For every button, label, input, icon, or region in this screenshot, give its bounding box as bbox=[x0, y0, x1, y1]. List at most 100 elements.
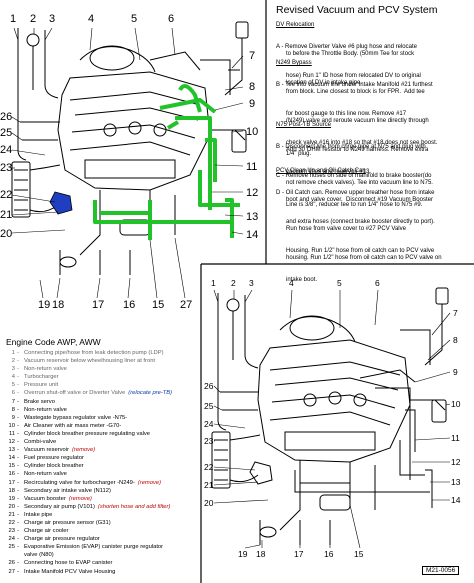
legend-item: 22-Charge air pressure sensor (G31) bbox=[4, 519, 200, 527]
legend-text: Connecting pipe/hose from leak detection… bbox=[24, 350, 164, 356]
legend-note: (relocate pre-TB) bbox=[128, 390, 173, 397]
legend-text: Wastegate bypass regulator valve -N75- bbox=[24, 414, 128, 421]
svg-text:27: 27 bbox=[180, 299, 192, 311]
svg-text:15: 15 bbox=[354, 549, 364, 559]
legend-item: 15-Cylinder block breather bbox=[4, 462, 200, 470]
legend-dash: - bbox=[17, 366, 19, 373]
legend-text: Connecting hose to EVAP canister bbox=[24, 560, 113, 567]
legend-dash: - bbox=[17, 560, 19, 567]
legend-text: Charge air cooler bbox=[24, 528, 69, 535]
legend-number: 10 bbox=[8, 422, 15, 429]
parts-legend: 1-Connecting pipe/hose from leak detecti… bbox=[4, 349, 200, 576]
svg-text:22: 22 bbox=[204, 462, 214, 472]
legend-dash: - bbox=[17, 358, 19, 365]
legend-note: (remove) bbox=[72, 447, 96, 454]
svg-text:8: 8 bbox=[249, 81, 255, 93]
legend-dash: - bbox=[17, 519, 19, 526]
section-title-n249-bypass: N249 Bypass bbox=[276, 60, 312, 66]
legend-number: 3 bbox=[11, 366, 15, 373]
legend-text: Combi-valve bbox=[24, 439, 57, 446]
legend-number: 9 bbox=[11, 414, 15, 421]
legend-text: Vacuum reservoir below wheelhousing line… bbox=[24, 358, 156, 365]
legend-item: 23-Charge air cooler bbox=[4, 527, 200, 535]
svg-text:14: 14 bbox=[451, 495, 461, 505]
svg-text:17: 17 bbox=[92, 299, 104, 311]
legend-text: Intake Manifold PCV Valve Housing bbox=[24, 568, 116, 575]
legend-text: Non-return valve bbox=[24, 366, 67, 373]
legend-number: 18 bbox=[8, 487, 15, 494]
legend-dash: - bbox=[17, 430, 19, 437]
legend-number: 25 bbox=[8, 544, 15, 551]
svg-text:8: 8 bbox=[453, 335, 458, 345]
legend-text: Non-return valve bbox=[24, 471, 67, 478]
legend-text: Evaporative Emission (EVAP) canister pur… bbox=[24, 544, 164, 551]
legend-dash: - bbox=[17, 414, 19, 421]
legend-item: 12-Combi-valve bbox=[4, 438, 200, 446]
legend-item: 8-Non-return valve bbox=[4, 406, 200, 414]
svg-text:10: 10 bbox=[246, 126, 258, 138]
legend-item: 9-Wastegate bypass regulator valve -N75- bbox=[4, 414, 200, 422]
legend-note: (remove) bbox=[68, 495, 92, 502]
legend-note: (shorten hose and add filter) bbox=[97, 503, 171, 510]
section-title-pcv: PCV Clean Up and Oil Catch Can bbox=[276, 168, 366, 174]
svg-text:14: 14 bbox=[246, 229, 258, 241]
legend-number: 11 bbox=[8, 430, 15, 437]
section-body-dv-relocation: A - Remove Diverter Valve #6 plug hose a… bbox=[276, 43, 421, 87]
legend-item: 10-Air Cleaner with air mass meter -G70- bbox=[4, 422, 200, 430]
legend-item: 16-Non-return valve bbox=[4, 470, 200, 478]
legend-number: 17 bbox=[8, 479, 15, 486]
svg-text:6: 6 bbox=[168, 13, 174, 25]
legend-number: 4 bbox=[11, 374, 15, 381]
svg-text:21: 21 bbox=[204, 480, 214, 490]
svg-text:7: 7 bbox=[453, 308, 458, 318]
svg-text:26: 26 bbox=[204, 381, 214, 391]
legend-text: Brake servo bbox=[24, 398, 55, 405]
svg-text:4: 4 bbox=[88, 13, 94, 25]
legend-number: 27 bbox=[8, 568, 15, 575]
legend-item: 5-Pressure unit bbox=[4, 381, 200, 389]
legend-number: 24 bbox=[8, 536, 15, 543]
legend-item: 26-Connecting hose to EVAP canister bbox=[4, 559, 200, 567]
legend-number: 14 bbox=[8, 455, 15, 462]
svg-text:11: 11 bbox=[451, 433, 460, 443]
legend-dash: - bbox=[17, 422, 19, 429]
legend-dash: - bbox=[17, 374, 19, 381]
section-title-dv-relocation: DV Relocation bbox=[276, 22, 315, 28]
legend-text: Charge air pressure sensor (G31) bbox=[24, 519, 111, 526]
legend-dash: - bbox=[17, 455, 19, 462]
legend-item: 25-Evaporative Emission (EVAP) canister … bbox=[4, 543, 200, 551]
legend-number: 16 bbox=[8, 471, 15, 478]
legend-text: Cylinder block breather bbox=[24, 463, 84, 470]
section-body-n75: B - Disconnect line from chrge pipe at N… bbox=[276, 143, 433, 208]
legend-dash: - bbox=[17, 528, 19, 535]
svg-text:9: 9 bbox=[249, 98, 255, 110]
engine-code-title: Engine Code AWP, AWW bbox=[6, 337, 101, 347]
svg-text:1: 1 bbox=[211, 278, 216, 288]
legend-item: 3-Non-return valve bbox=[4, 365, 200, 373]
legend-item: 14-Fuel pressure regulator bbox=[4, 454, 200, 462]
svg-text:22: 22 bbox=[0, 189, 12, 201]
svg-text:11: 11 bbox=[246, 161, 257, 173]
svg-text:24: 24 bbox=[0, 144, 12, 156]
svg-text:19: 19 bbox=[38, 299, 50, 311]
svg-text:1: 1 bbox=[10, 13, 16, 25]
svg-text:16: 16 bbox=[123, 299, 135, 311]
legend-item: 21-Intake pipe bbox=[4, 511, 200, 519]
legend-number: 6 bbox=[11, 390, 15, 397]
legend-dash: - bbox=[17, 495, 19, 502]
figure-reference: M21-0056 bbox=[422, 566, 460, 575]
legend-number: 5 bbox=[11, 382, 15, 389]
svg-text:2: 2 bbox=[231, 278, 236, 288]
svg-text:2: 2 bbox=[30, 13, 36, 25]
legend-number: 21 bbox=[8, 511, 15, 518]
svg-text:18: 18 bbox=[52, 299, 64, 311]
svg-text:15: 15 bbox=[152, 299, 164, 311]
svg-text:23: 23 bbox=[204, 436, 214, 446]
legend-dash: - bbox=[17, 447, 19, 454]
legend-dash: - bbox=[17, 471, 19, 478]
svg-text:5: 5 bbox=[131, 13, 137, 25]
legend-text: Fuel pressure regulator bbox=[24, 455, 84, 462]
legend-item: 17-Recirculating valve for turbocharger … bbox=[4, 479, 200, 487]
